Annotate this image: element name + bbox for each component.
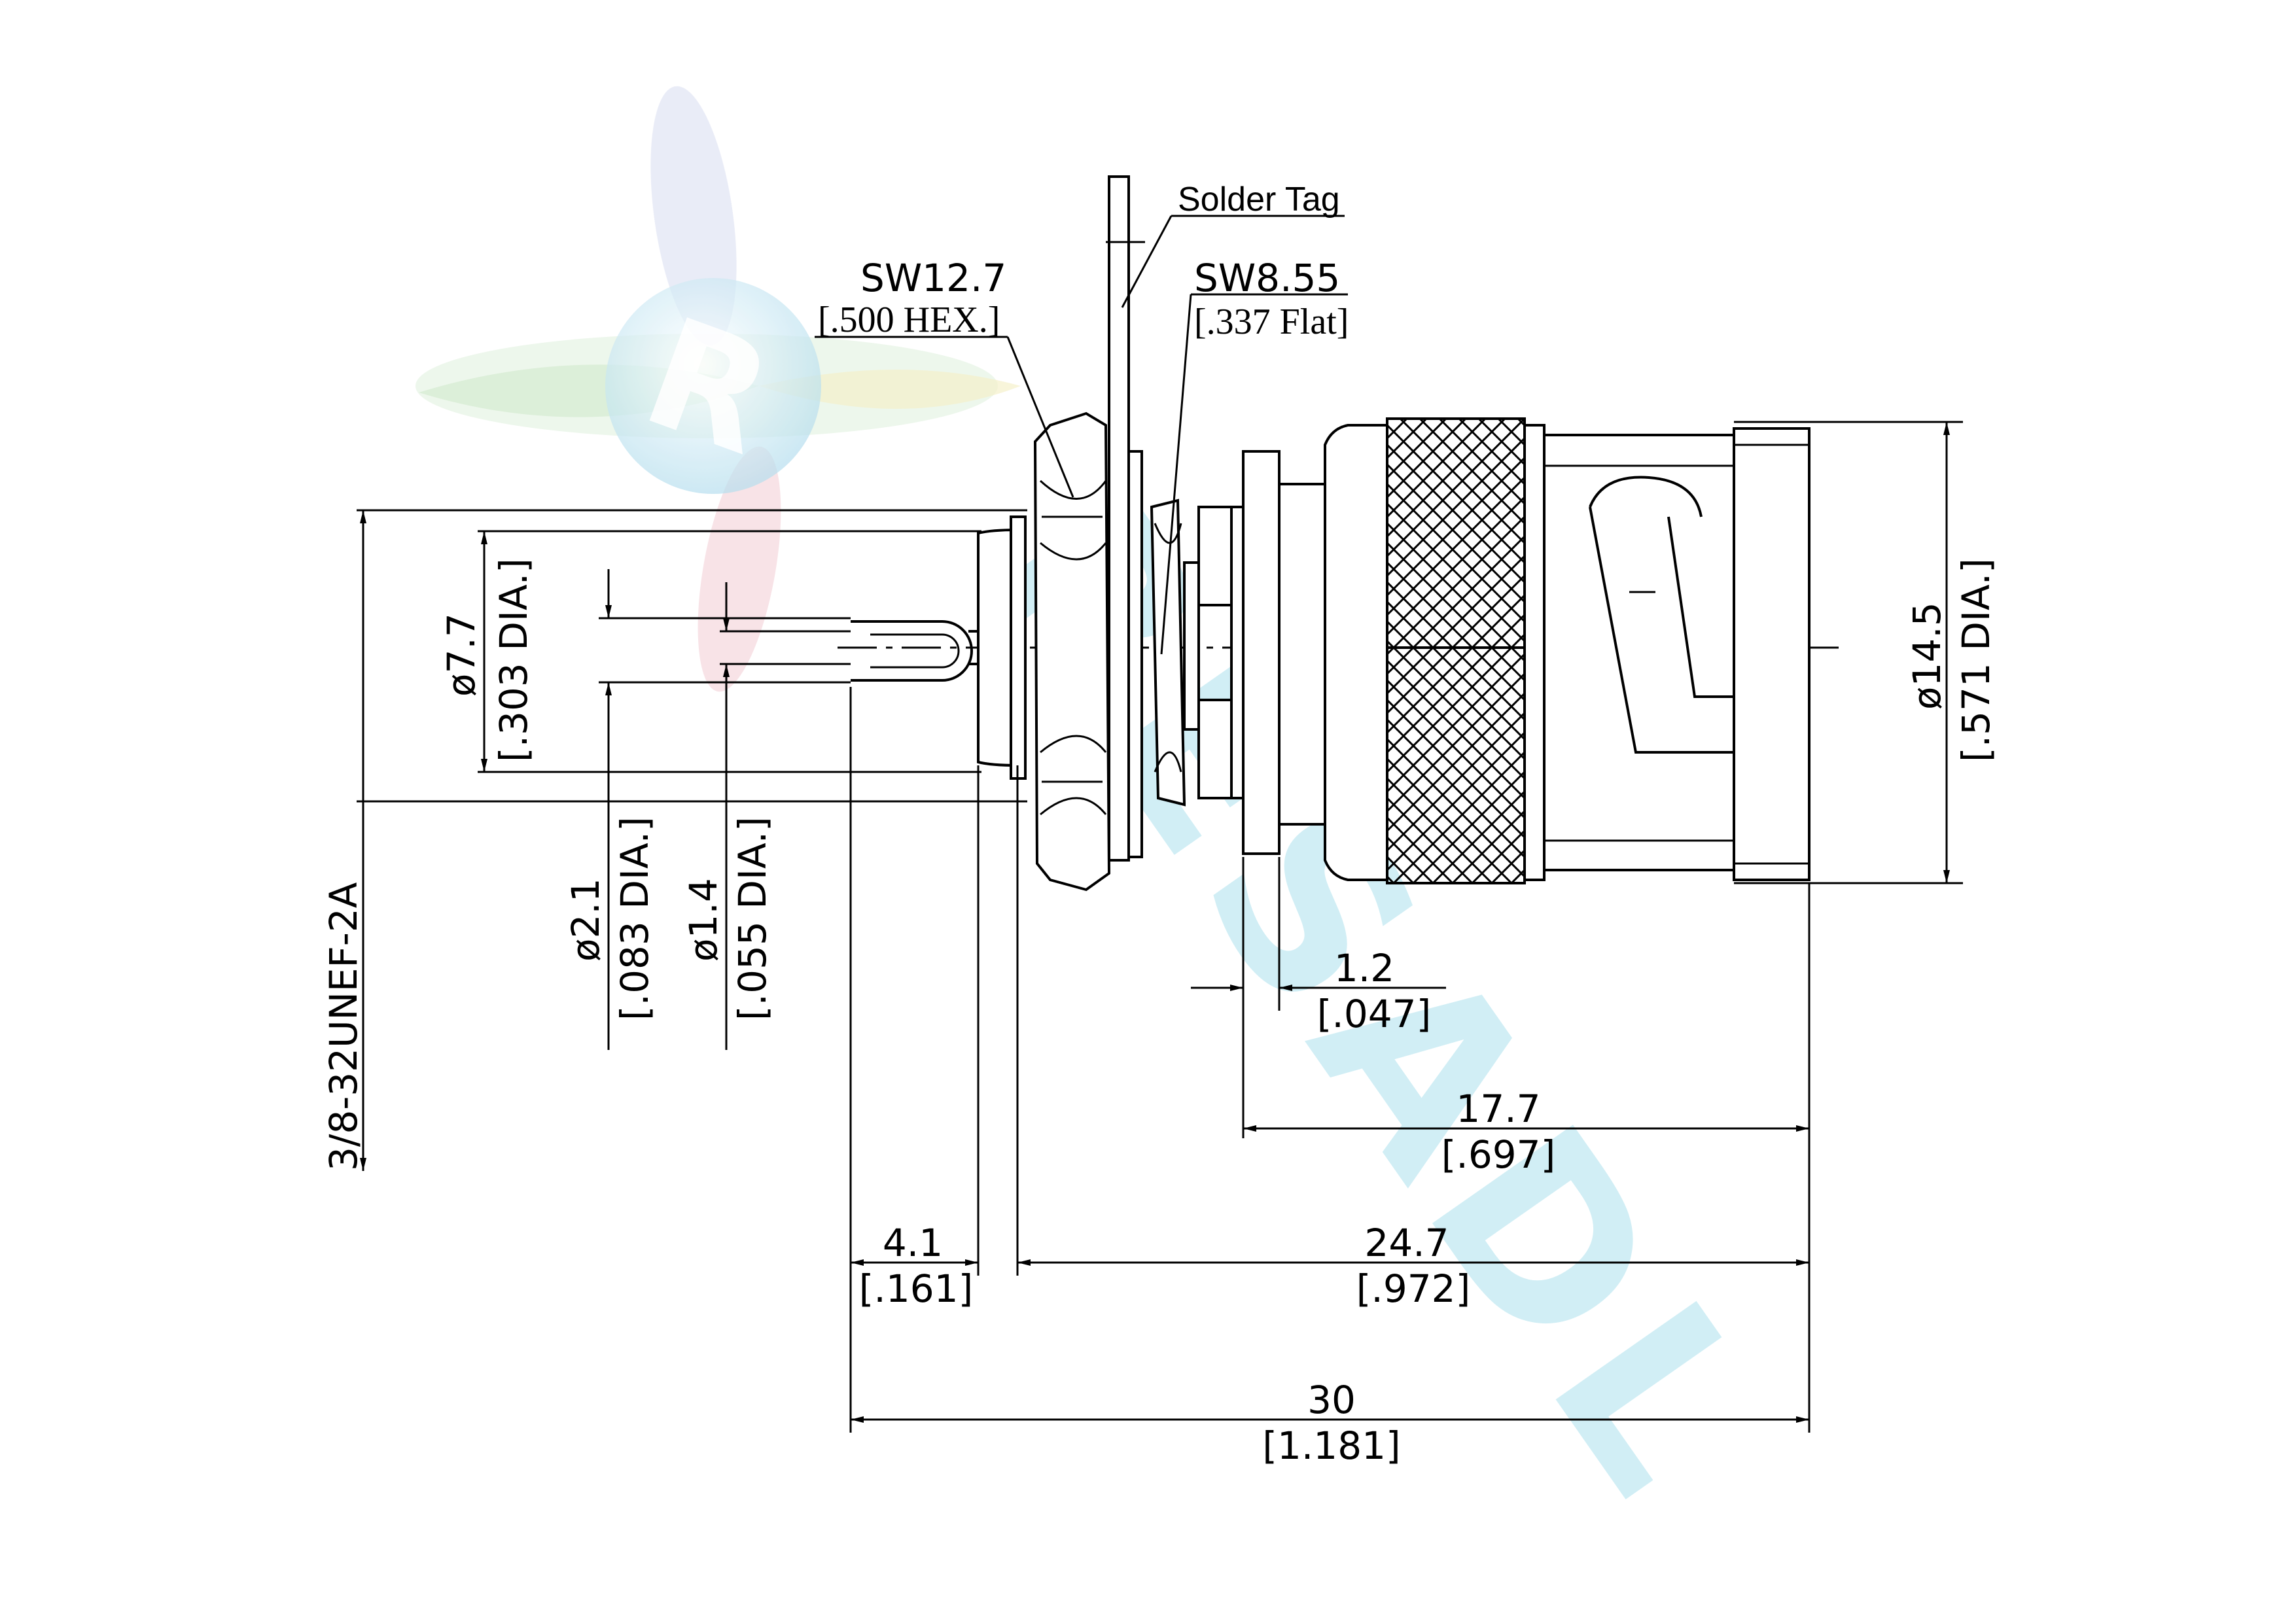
watermark-letter: R xyxy=(624,285,793,489)
dim-4-1: 4.1 xyxy=(883,1221,943,1265)
dim-24-7: 24.7 xyxy=(1364,1221,1449,1265)
hex-small-inch: [.337 Flat] xyxy=(1194,302,1349,342)
dim-d1-4: ø1.4 xyxy=(681,878,726,962)
dim-24-7-inch: [.972] xyxy=(1356,1266,1470,1311)
dim-d2-1: ø2.1 xyxy=(563,878,608,962)
dim-4-1-inch: [.161] xyxy=(859,1266,973,1311)
dim-d1-4-inch: [.055 DIA.] xyxy=(730,816,775,1021)
connector-body xyxy=(838,175,1845,892)
dim-d2-1-inch: [.083 DIA.] xyxy=(612,816,657,1021)
dim-30-inch: [1.181] xyxy=(1262,1423,1400,1468)
dim-1-2: 1.2 xyxy=(1334,946,1394,990)
hex-large-label: SW12.7 xyxy=(860,256,1006,300)
dim-d7-7-inch: [.303 DIA.] xyxy=(491,558,536,762)
dim-30: 30 xyxy=(1307,1378,1356,1422)
dim-d14-5: ø14.5 xyxy=(1905,602,1949,710)
hex-large-inch: [.500 HEX.] xyxy=(818,300,1000,340)
thread-spec: 3/8-32UNEF-2A xyxy=(321,882,366,1171)
dim-d14-5-inch: [.571 DIA.] xyxy=(1954,558,1998,762)
dimension-lines xyxy=(357,421,1963,1433)
hex-small-label: SW8.55 xyxy=(1194,256,1340,300)
dim-d7-7: ø7.7 xyxy=(439,613,484,697)
dim-17-7: 17.7 xyxy=(1456,1087,1540,1131)
dim-1-2-inch: [.047] xyxy=(1317,992,1431,1036)
dim-17-7-inch: [.697] xyxy=(1441,1132,1555,1177)
leaders xyxy=(815,215,1348,655)
solder-tag-label: Solder Tag xyxy=(1178,181,1340,218)
